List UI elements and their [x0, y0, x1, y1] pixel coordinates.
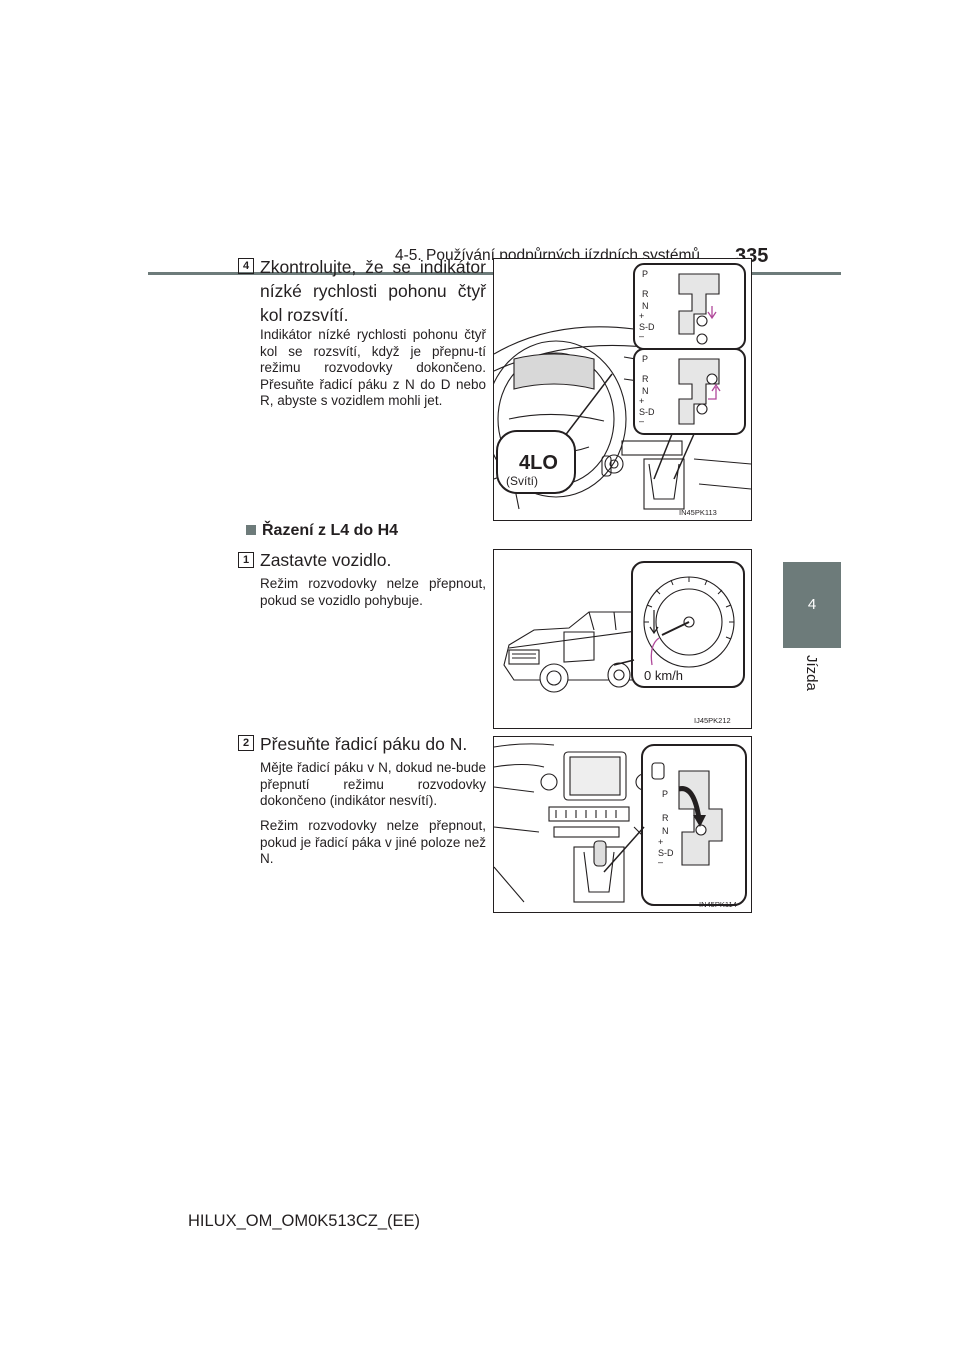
section-square-icon — [246, 525, 256, 535]
figure-shift-illustration: P R N + S-D – IN45PK114 — [494, 743, 747, 909]
gate-label-r: R — [642, 374, 649, 384]
speed-label: 0 km/h — [644, 668, 683, 683]
step-body-text: Mějte řadicí páku v N, dokud ne-bude pře… — [260, 760, 486, 808]
figure-4lo-illustration: P R N + S-D – P R N + S-D – 4LO (Svítí) … — [494, 263, 751, 517]
chapter-tab[interactable]: 4 — [783, 562, 841, 648]
step-heading: Přesuňte řadicí páku do N. — [260, 734, 468, 754]
section-heading: Řazení z L4 do H4 — [246, 522, 398, 540]
gate-label-plus: + — [658, 837, 663, 847]
step-body-text: Režim rozvodovky nelze přepnout, pokud s… — [260, 576, 486, 608]
step-heading: Zkontrolujte, že se indikátor nízké rych… — [260, 257, 486, 325]
step-number-badge: 2 — [238, 735, 254, 751]
figure-code: IN45PK114 — [699, 900, 737, 909]
step-heading: Zastavte vozidlo. — [260, 550, 392, 570]
gate-label-plus: + — [639, 396, 644, 406]
step-number-badge: 1 — [238, 552, 254, 568]
chapter-label-wrap: Jízda — [786, 655, 838, 715]
figure-code: IN45PK113 — [679, 508, 717, 517]
step-body-text: Režim rozvodovky nelze přepnout, pokud j… — [260, 818, 486, 866]
figure-code: IJ45PK212 — [694, 716, 731, 725]
step-number-badge: 4 — [238, 258, 254, 274]
gate-label-plus: + — [639, 311, 644, 321]
gate-label-minus: – — [639, 416, 644, 426]
footer-document-code: HILUX_OM_OM0K513CZ_(EE) — [188, 1212, 420, 1230]
gate-label-p: P — [642, 354, 648, 364]
gate-label-minus: – — [639, 331, 644, 341]
section-heading-text: Řazení z L4 do H4 — [262, 522, 399, 539]
figure-stop-illustration: 0 km/h IJ45PK212 — [503, 561, 745, 725]
gate-label-r: R — [662, 813, 669, 823]
gate-label-p: P — [642, 269, 648, 279]
chapter-number: 4 — [807, 596, 817, 613]
gate-label-sd: S-D — [658, 848, 674, 858]
indicator-caption: (Svítí) — [506, 474, 538, 488]
chapter-label: Jízda — [803, 655, 820, 691]
gate-label-sd: S-D — [639, 407, 655, 417]
figure-4lo-indicator: P R N + S-D – P R N + S-D – 4LO (Svítí) … — [493, 258, 752, 521]
gate-label-n: N — [662, 826, 669, 836]
indicator-4lo-label: 4LO — [519, 452, 558, 474]
figure-shift-to-n: P R N + S-D – IN45PK114 — [493, 736, 752, 913]
gate-label-minus: – — [658, 857, 663, 867]
gate-label-p: P — [662, 789, 668, 799]
gate-label-r: R — [642, 289, 649, 299]
gate-label-n: N — [642, 301, 649, 311]
step-body-text: Indikátor nízké rychlosti pohonu čtyř ko… — [260, 327, 486, 408]
figure-stop-vehicle: 0 km/h IJ45PK212 — [493, 549, 752, 729]
gate-label-n: N — [642, 386, 649, 396]
gate-label-sd: S-D — [639, 322, 655, 332]
